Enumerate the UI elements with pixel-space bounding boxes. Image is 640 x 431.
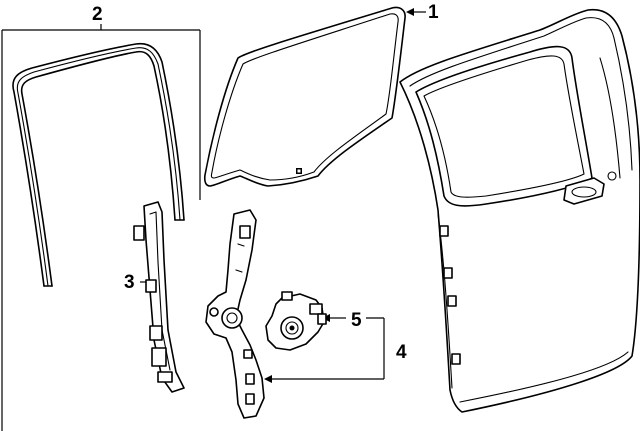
rear-glass-channel xyxy=(133,201,185,393)
callout-number-3: 3 xyxy=(124,272,135,293)
door-glass xyxy=(203,6,406,187)
callout-4: 4 xyxy=(264,318,407,383)
callout-2: 2 xyxy=(1,4,201,431)
callout-number-2: 2 xyxy=(92,4,103,25)
door-shell xyxy=(399,8,640,413)
callout-1: 1 xyxy=(406,2,439,23)
callout-number-4: 4 xyxy=(396,342,407,363)
window-regulator xyxy=(205,209,265,419)
window-motor xyxy=(265,291,327,351)
callout-5: 5 xyxy=(322,310,384,331)
glass-run-channel xyxy=(12,42,185,287)
callout-number-1: 1 xyxy=(428,2,439,23)
callout-number-5: 5 xyxy=(351,310,362,331)
